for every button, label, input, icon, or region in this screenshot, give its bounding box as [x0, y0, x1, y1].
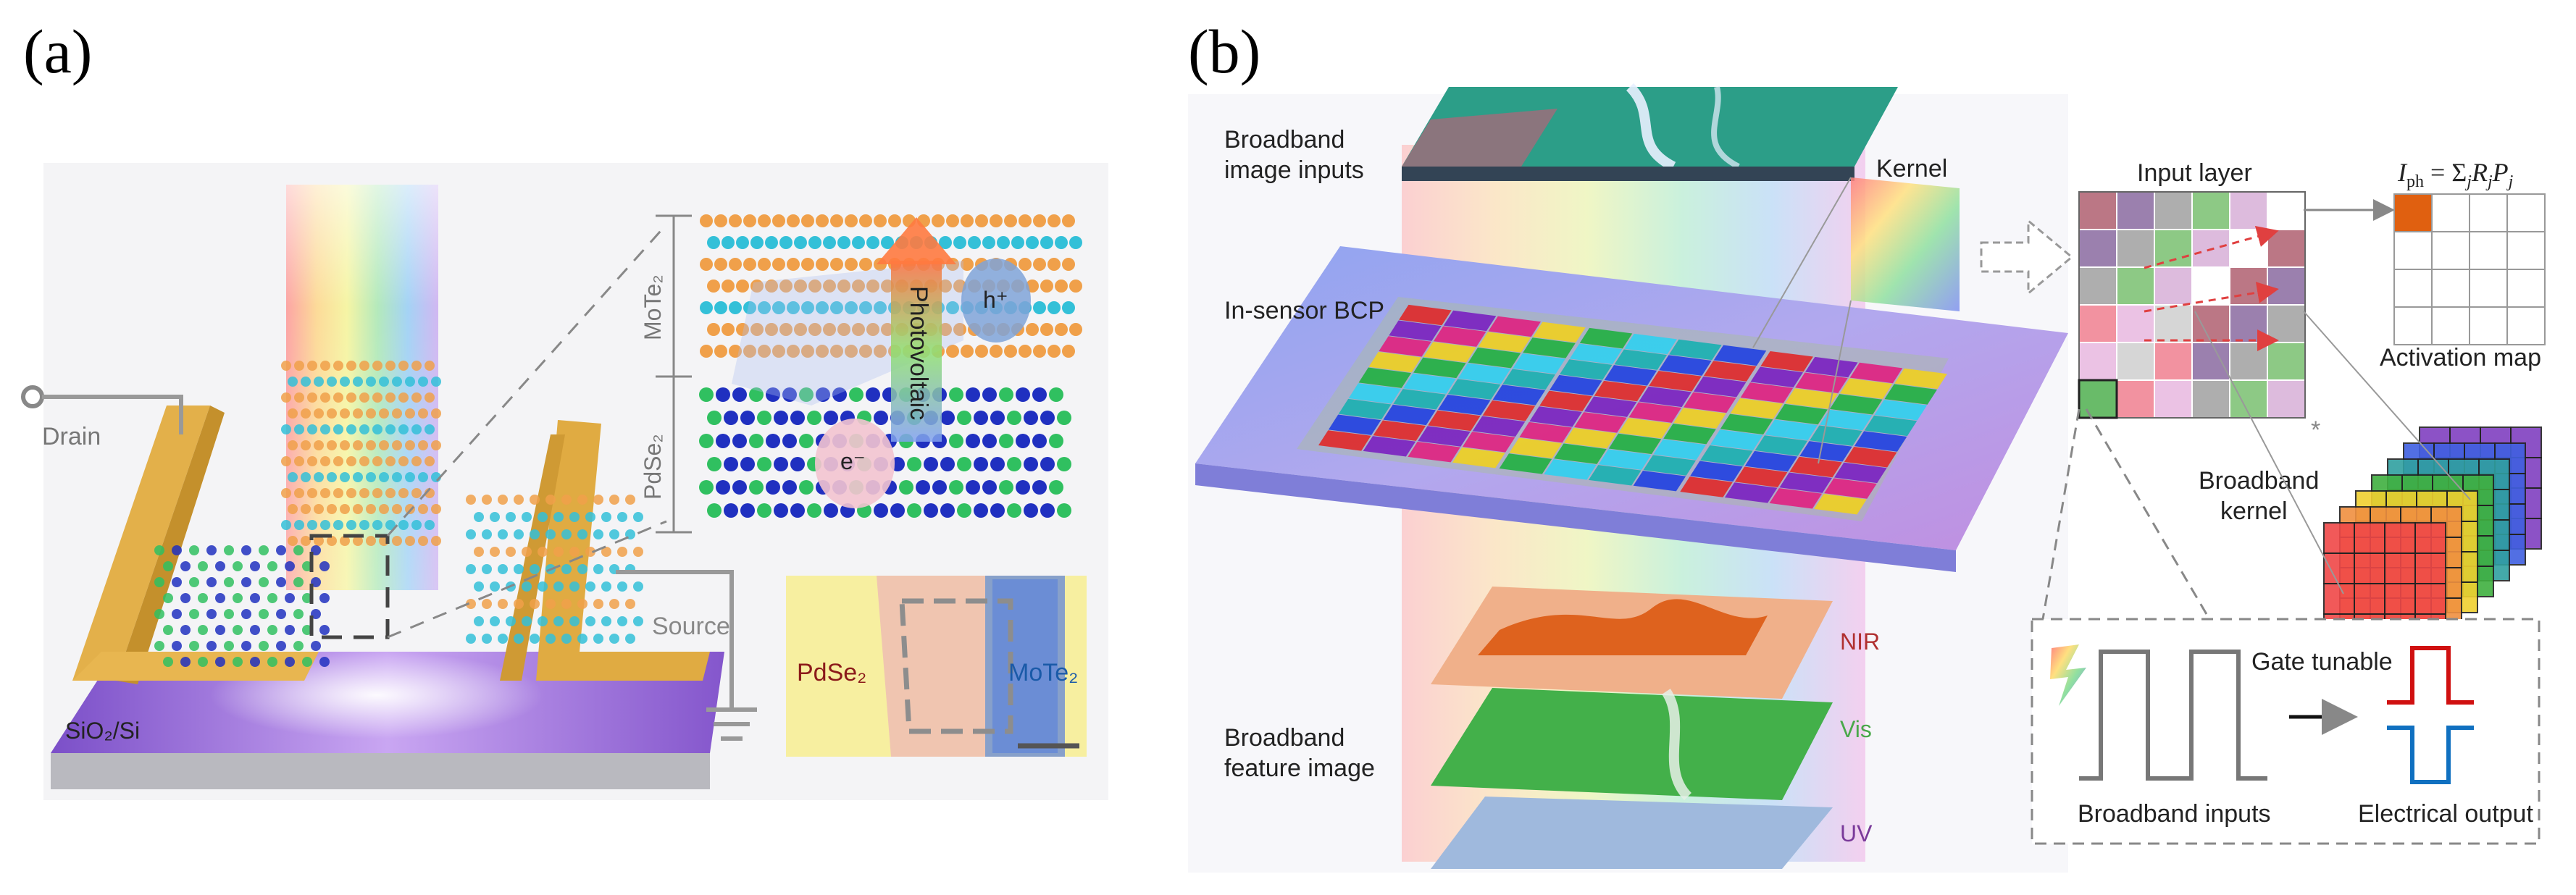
broadband-image-inputs-line2: image inputs: [1224, 156, 1364, 184]
nir-label: NIR: [1840, 629, 1880, 655]
input-layer-grid: [2078, 191, 2306, 419]
gate-tunable-label: Gate tunable: [2251, 648, 2393, 676]
hole-bubble: [961, 259, 1031, 343]
substrate-label: SiO₂/Si: [65, 718, 140, 744]
uv-label: UV: [1840, 820, 1873, 846]
drain-electrode: [72, 406, 210, 681]
kernel-square: [1851, 177, 1960, 311]
heterostructure-zoom: [699, 214, 1082, 518]
broadband-kernel-line1: Broadband: [2199, 467, 2319, 495]
activation-map-label: Activation map: [2380, 344, 2541, 371]
vis-label: Vis: [1840, 716, 1872, 742]
negative-output-pulse: [2387, 726, 2474, 784]
ground-icon: [706, 707, 757, 741]
optical-micrograph: [786, 576, 1087, 757]
in-sensor-stack: [1188, 83, 2068, 873]
broadband-kernel-line2: kernel: [2220, 497, 2288, 525]
convolution-star: *: [2311, 416, 2320, 444]
kernel-label: Kernel: [1876, 155, 1947, 182]
atom-lattice: [154, 361, 643, 667]
inset-pdse2-label: PdSe₂: [797, 659, 866, 686]
input-layer-label: Input layer: [2137, 159, 2252, 187]
photovoltaic-arrow: [891, 261, 942, 442]
panel-a-label: (a): [23, 17, 92, 86]
source-label: Source: [652, 613, 730, 640]
broadband-kernel-stack: [2323, 427, 2542, 645]
broadband-feature-image-line2: feature image: [1224, 755, 1375, 782]
electron-bubble: [815, 419, 895, 508]
mote2-axis-label: MoTe₂: [640, 274, 666, 340]
photovoltaic-label: Photovoltaic: [905, 286, 932, 420]
panel-b-label: (b): [1188, 17, 1260, 86]
drain-label: Drain: [42, 423, 101, 450]
bcp-pixel-array: [1318, 304, 1947, 515]
gate-tunable-box: [2031, 618, 2541, 845]
broadband-image-inputs-line1: Broadband: [1224, 126, 1345, 154]
thickness-brackets: [656, 214, 692, 534]
activation-map-grid: [2393, 193, 2546, 345]
uv-feature-layer: [1431, 797, 1833, 869]
electrical-output-label: Electrical output: [2358, 800, 2533, 828]
broadband-inputs-label: Broadband inputs: [2078, 800, 2271, 828]
light-bolt-icon: [2050, 644, 2086, 706]
source-electrode: [536, 420, 710, 681]
inset-mote2-label: MoTe₂: [1008, 659, 1078, 686]
hole-label: h⁺: [983, 287, 1008, 313]
equation-label: Iph = ΣjRjPj: [2397, 158, 2514, 191]
focus-box: [309, 534, 390, 639]
pdse2-axis-label: PdSe₂: [640, 434, 666, 500]
process-arrow: [1980, 218, 2074, 296]
vis-feature-layer: [1431, 688, 1833, 800]
substrate-bottom: [51, 753, 710, 789]
broadband-input-pulses: [2079, 650, 2267, 781]
electron-label: e⁻: [840, 448, 866, 474]
positive-output-pulse: [2387, 646, 2474, 705]
in-sensor-bcp-label: In-sensor BCP: [1224, 297, 1384, 324]
broadband-feature-image-line1: Broadband: [1224, 724, 1345, 752]
